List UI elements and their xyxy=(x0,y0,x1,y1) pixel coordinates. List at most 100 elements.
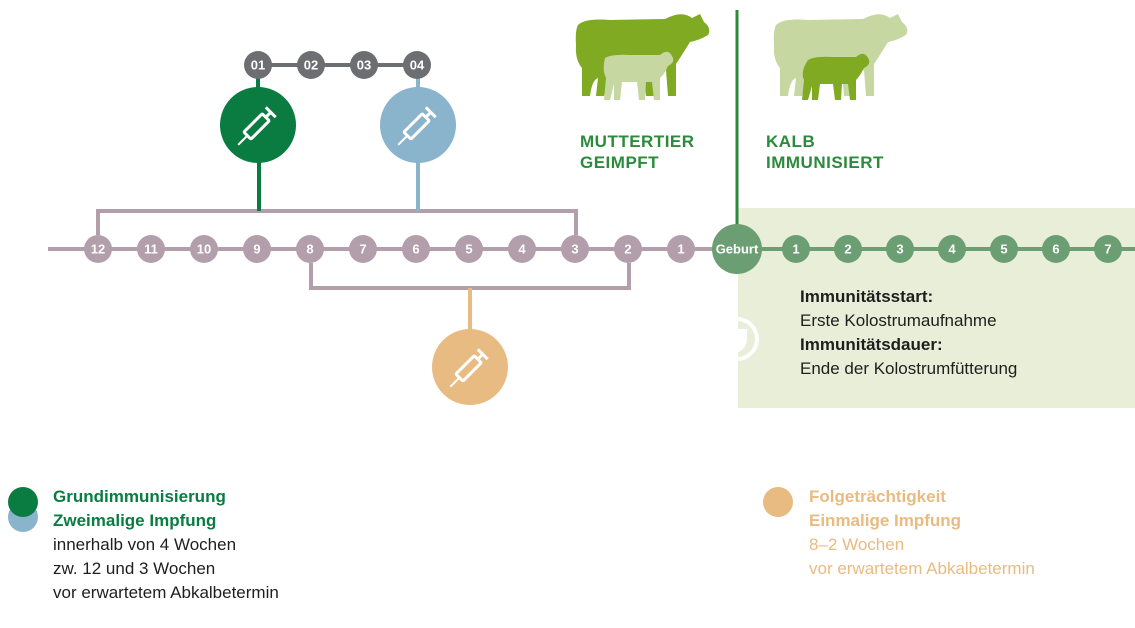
interval-step-03-circle xyxy=(350,51,378,79)
week-before-6: 6 xyxy=(402,235,430,263)
week-before-4: 4 xyxy=(508,235,536,263)
week-before-1-label: 1 xyxy=(677,242,684,257)
interval-step-02: 02 xyxy=(297,51,325,79)
week-after-6-circle xyxy=(1042,235,1070,263)
legend-basic-line3: vor erwartetem Abkalbetermin xyxy=(53,583,279,602)
week-after-2-label: 2 xyxy=(844,242,851,257)
week-before-3-label: 3 xyxy=(571,242,578,257)
legend-basic-title: Grundimmunisierung xyxy=(53,487,226,506)
week-after-6-label: 6 xyxy=(1052,242,1059,257)
immunity-start-text: Erste Kolostrumaufnahme xyxy=(800,311,997,330)
week-after-5-label: 5 xyxy=(1000,242,1007,257)
week-before-2: 2 xyxy=(614,235,642,263)
week-before-11-label: 11 xyxy=(144,242,158,257)
week-before-6-label: 6 xyxy=(412,242,419,257)
legend-follow-line2: vor erwartetem Abkalbetermin xyxy=(809,559,1035,578)
week-after-4-label: 4 xyxy=(948,242,956,257)
interval-step-04-circle xyxy=(403,51,431,79)
interval-step-01-circle xyxy=(244,51,272,79)
calf-immunized-header: KALB IMMUNISIERT xyxy=(766,131,884,173)
week-before-5-circle xyxy=(455,235,483,263)
week-after-3-circle xyxy=(886,235,914,263)
week-after-2-circle xyxy=(834,235,862,263)
birth-marker-label: Geburt xyxy=(716,242,759,257)
week-before-9-circle xyxy=(243,235,271,263)
week-before-8-circle xyxy=(296,235,324,263)
week-before-11: 11 xyxy=(137,235,165,263)
legend-basic-line1: innerhalb von 4 Wochen xyxy=(53,535,237,554)
week-before-1-circle xyxy=(667,235,695,263)
shield-icon xyxy=(715,317,759,361)
interval-step-02-circle xyxy=(297,51,325,79)
calf-icon xyxy=(773,14,908,100)
immunity-info: Immunitätsstart: Erste Kolostrumaufnahme… xyxy=(800,285,1017,381)
week-before-4-circle xyxy=(508,235,536,263)
week-after-4: 4 xyxy=(938,235,966,263)
legend-basic-subtitle: Zweimalige Impfung xyxy=(53,511,217,530)
interval-step-01-label: 01 xyxy=(251,58,265,73)
week-before-7-label: 7 xyxy=(359,242,366,257)
immunity-duration-text: Ende der Kolostrumfütterung xyxy=(800,359,1018,378)
calf-header-line2: IMMUNISIERT xyxy=(766,153,884,172)
syringe-basic-first xyxy=(220,87,296,163)
legend-basic-line2: zw. 12 und 3 Wochen xyxy=(53,559,216,578)
legend-follow-pregnancy: Folgeträchtigkeit Einmalige Impfung 8–2 … xyxy=(809,485,1035,581)
week-after-3: 3 xyxy=(886,235,914,263)
week-after-2: 2 xyxy=(834,235,862,263)
week-before-9-label: 9 xyxy=(253,242,260,257)
legend-follow-line1: 8–2 Wochen xyxy=(809,535,905,554)
interval-step-03: 03 xyxy=(350,51,378,79)
week-before-10-circle xyxy=(190,235,218,263)
week-before-11-circle xyxy=(137,235,165,263)
immunity-duration-title: Immunitätsdauer: xyxy=(800,335,943,354)
legend-follow-title: Folgeträchtigkeit xyxy=(809,487,946,506)
week-after-5-circle xyxy=(990,235,1018,263)
interval-step-04-label: 04 xyxy=(410,58,425,73)
interval-step-03-label: 03 xyxy=(357,58,371,73)
week-before-8: 8 xyxy=(296,235,324,263)
week-before-12-label: 12 xyxy=(91,242,105,257)
legend-basic-immunization: Grundimmunisierung Zweimalige Impfung in… xyxy=(53,485,279,605)
mother-header-line2: GEIMPFT xyxy=(580,153,660,172)
interval-step-01: 01 xyxy=(244,51,272,79)
week-before-3: 3 xyxy=(561,235,589,263)
week-before-9: 9 xyxy=(243,235,271,263)
week-before-5: 5 xyxy=(455,235,483,263)
week-before-12-circle xyxy=(84,235,112,263)
week-before-10-label: 10 xyxy=(197,242,211,257)
calf-header-line1: KALB xyxy=(766,132,816,151)
week-after-5: 5 xyxy=(990,235,1018,263)
cow-icon xyxy=(575,14,710,100)
legend-dot-sand xyxy=(763,487,793,517)
week-after-4-circle xyxy=(938,235,966,263)
mother-vaccinated-header: MUTTERTIER GEIMPFT xyxy=(580,131,695,173)
week-before-5-label: 5 xyxy=(465,242,472,257)
week-before-2-label: 2 xyxy=(624,242,631,257)
week-before-10: 10 xyxy=(190,235,218,263)
week-after-7: 7 xyxy=(1094,235,1122,263)
week-after-7-label: 7 xyxy=(1104,242,1111,257)
week-after-1-label: 1 xyxy=(792,242,799,257)
mother-header-line1: MUTTERTIER xyxy=(580,132,695,151)
week-before-7: 7 xyxy=(349,235,377,263)
immunity-start-title: Immunitätsstart: xyxy=(800,287,934,306)
week-before-12: 12 xyxy=(84,235,112,263)
syringe-follow xyxy=(432,329,508,405)
week-before-2-circle xyxy=(614,235,642,263)
week-after-3-label: 3 xyxy=(896,242,903,257)
week-before-8-label: 8 xyxy=(306,242,313,257)
birth-marker: Geburt xyxy=(712,224,762,274)
birth-marker-circle xyxy=(712,224,762,274)
week-before-6-circle xyxy=(402,235,430,263)
week-before-3-circle xyxy=(561,235,589,263)
week-after-6: 6 xyxy=(1042,235,1070,263)
week-before-4-label: 4 xyxy=(518,242,526,257)
week-after-1: 1 xyxy=(782,235,810,263)
week-before-1: 1 xyxy=(667,235,695,263)
interval-step-04: 04 xyxy=(403,51,431,79)
syringe-basic-second xyxy=(380,87,456,163)
week-before-7-circle xyxy=(349,235,377,263)
interval-step-02-label: 02 xyxy=(304,58,318,73)
syringe-icon xyxy=(237,106,489,388)
